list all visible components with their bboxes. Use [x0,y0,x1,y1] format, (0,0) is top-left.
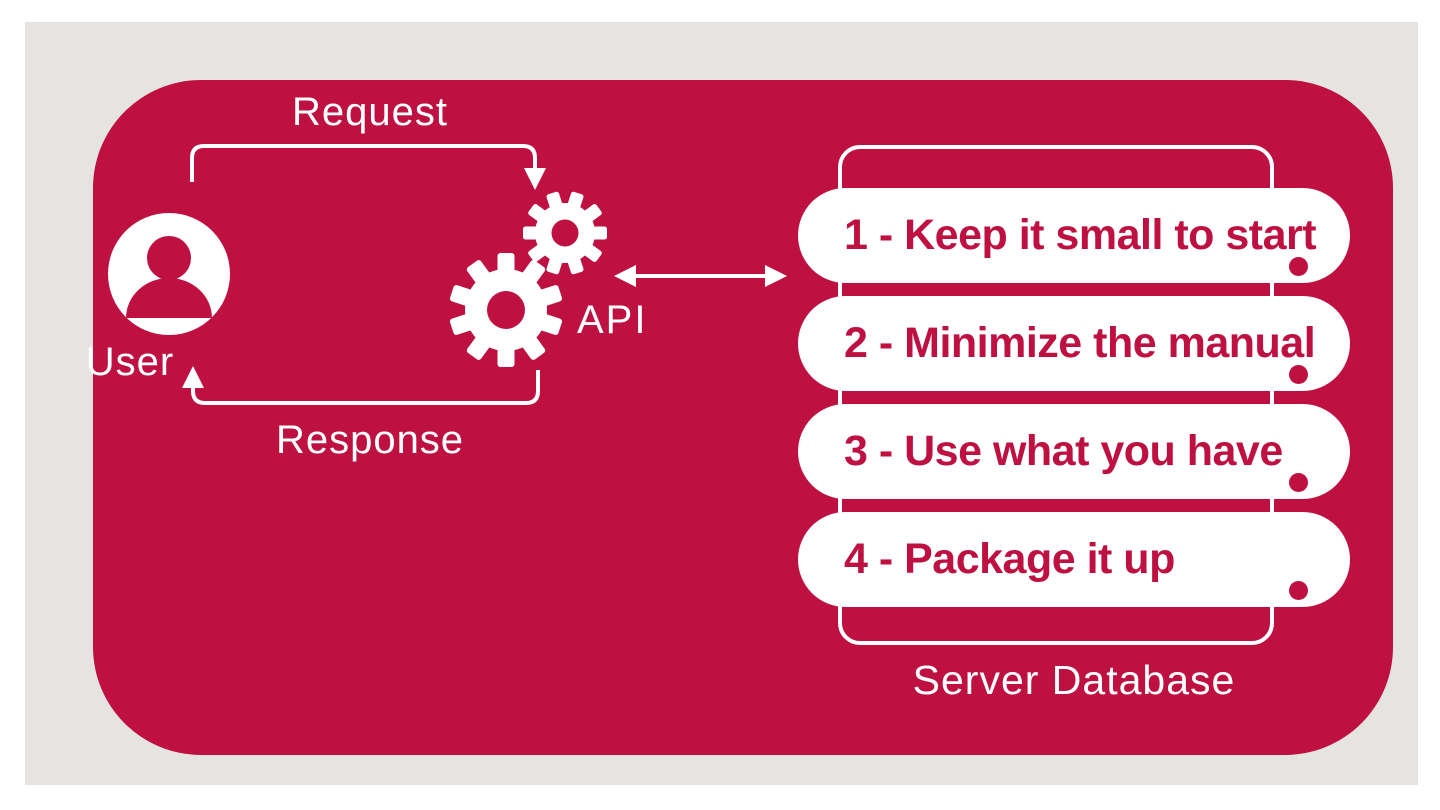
server-item: 4 - Package it up [798,512,1350,607]
server-item-label: 3 - Use what you have [844,427,1283,475]
api-gears-icon [449,191,607,367]
gear-small [523,191,607,275]
user-label: User [85,340,175,384]
server-bracket [838,145,1274,645]
pill-indicator-dot [1289,473,1308,492]
server-item: 2 - Minimize the manual [798,296,1350,391]
gear-large [449,253,563,367]
pill-indicator-dot [1289,581,1308,600]
server-item-label: 4 - Package it up [844,535,1175,583]
pill-indicator-dot [1289,257,1308,276]
server-item-label: 1 - Keep it small to start [844,211,1317,259]
api-label: API [577,298,648,342]
user-icon [108,213,230,335]
server-database-label: Server Database [912,657,1236,703]
response-label: Response [275,418,465,462]
server-item: 3 - Use what you have [798,404,1350,499]
server-item-label: 2 - Minimize the manual [844,319,1316,367]
pill-indicator-dot [1289,365,1308,384]
server-item: 1 - Keep it small to start [798,188,1350,283]
request-label: Request [292,90,448,134]
